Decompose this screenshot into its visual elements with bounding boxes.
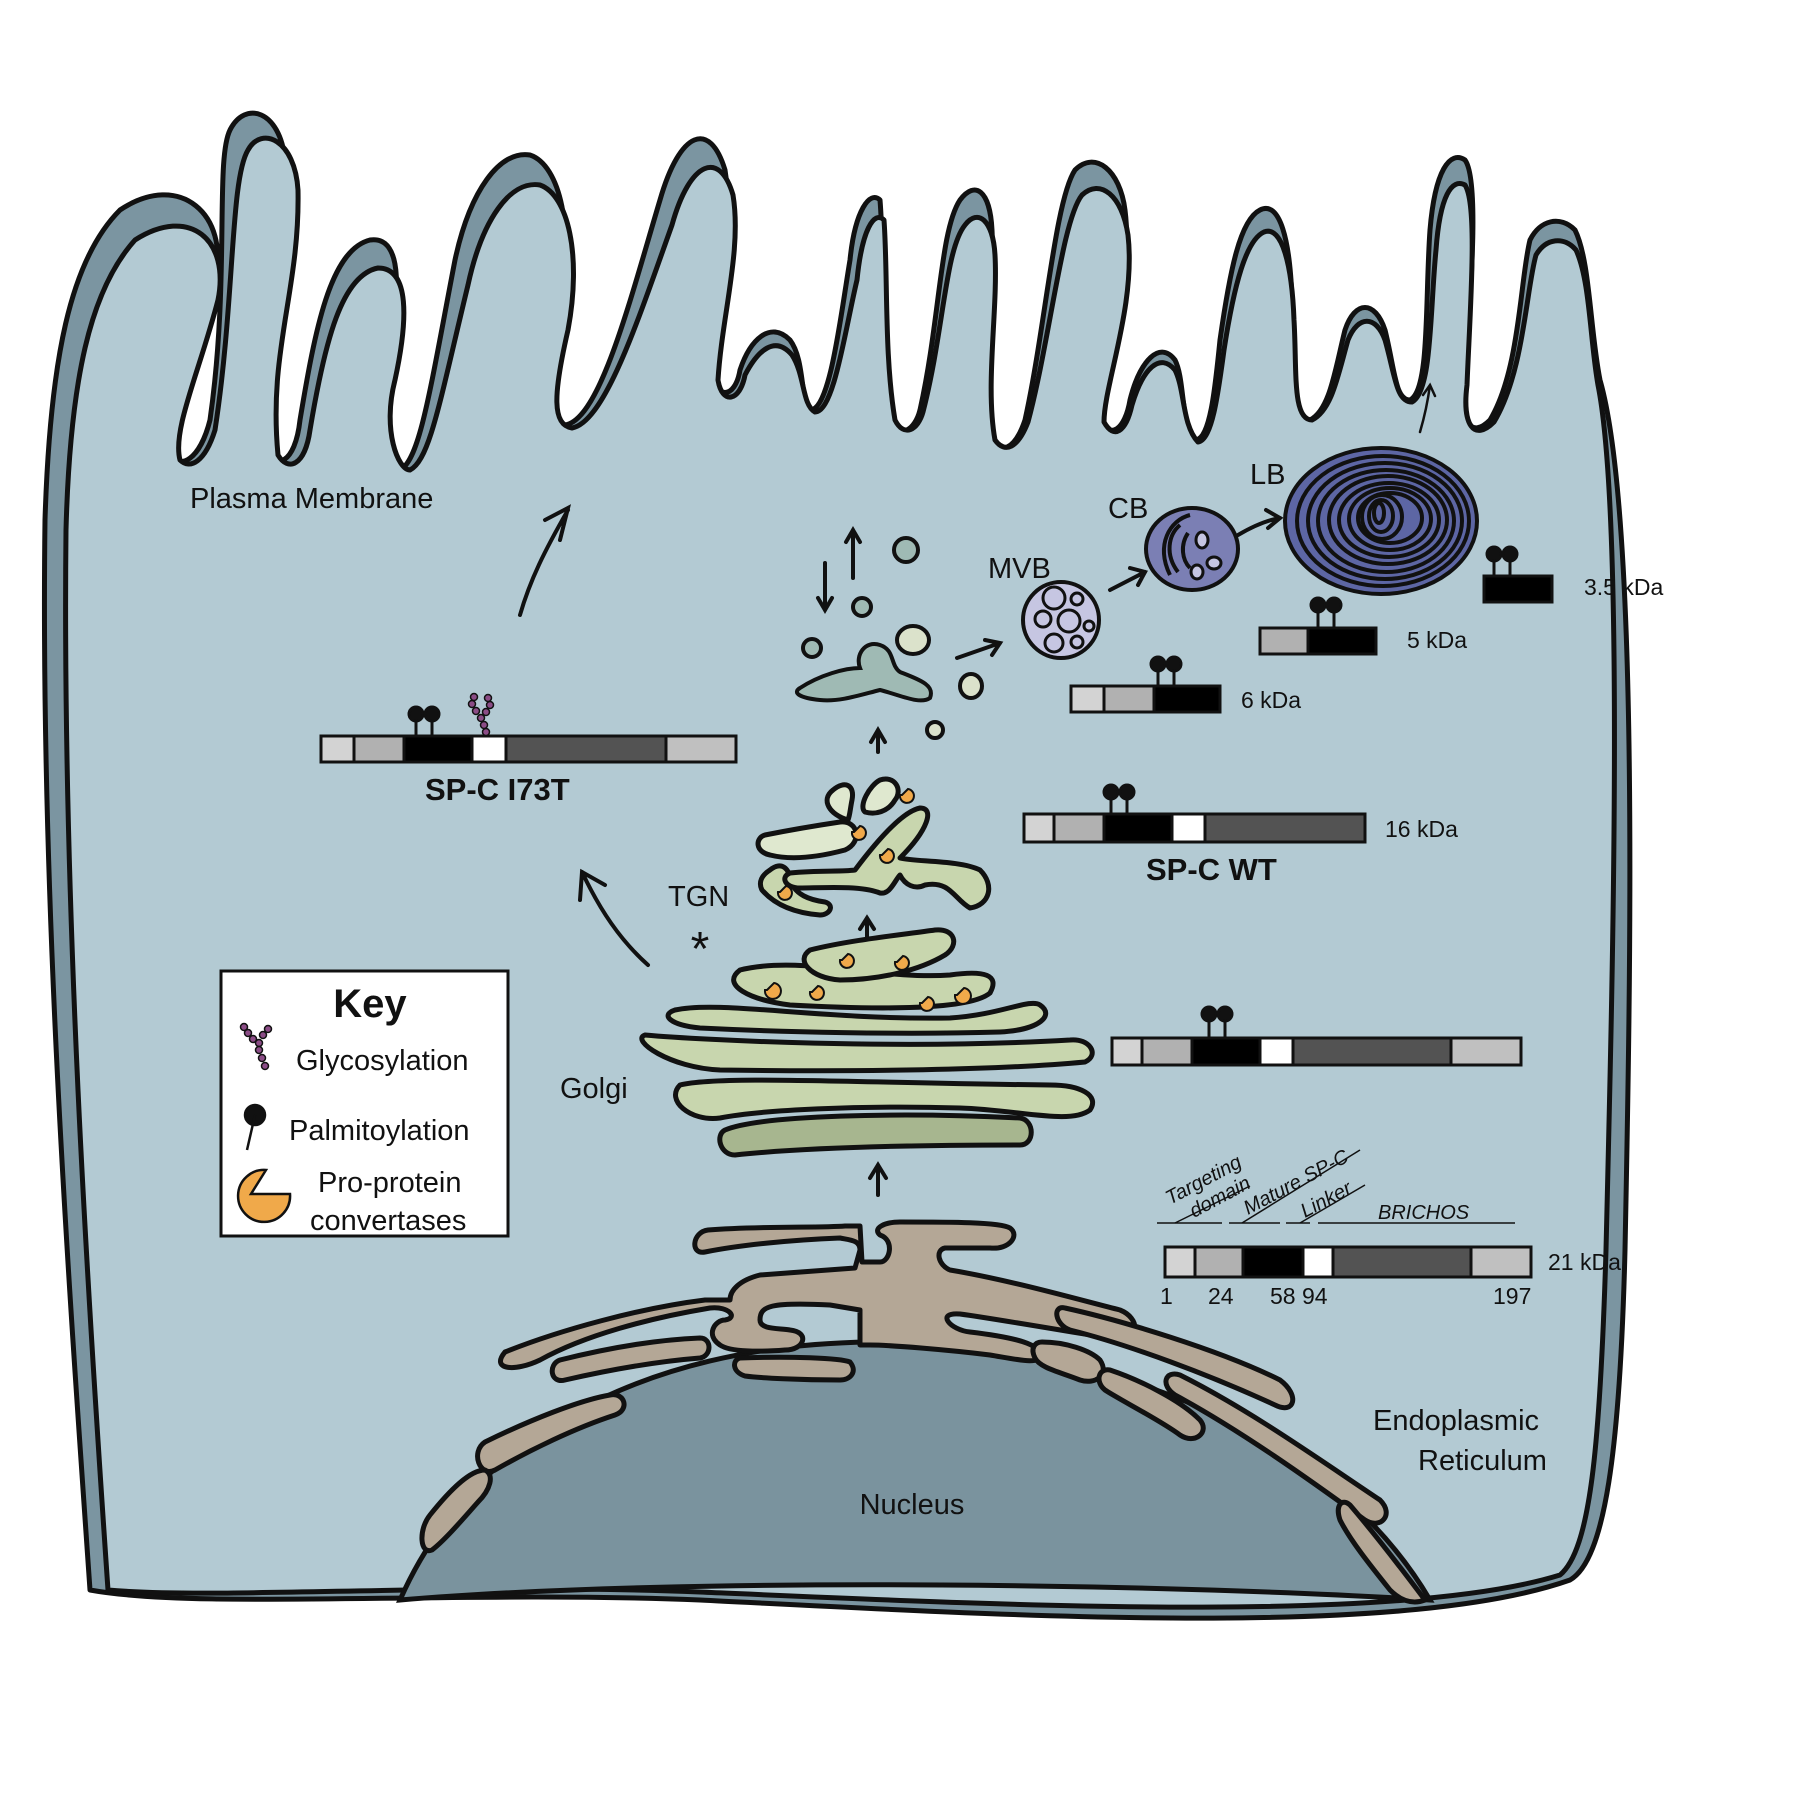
er-label-line1: Endoplasmic	[1373, 1405, 1539, 1437]
arrow-golgi-to-tgn	[858, 914, 876, 939]
key-palmitoylation-label: Palmitoylation	[289, 1115, 470, 1147]
size-5kda: 5 kDa	[1407, 627, 1467, 653]
trafficking-arrows	[518, 382, 1437, 1197]
tgn-label: TGN	[668, 881, 729, 913]
key-glycosylation-label: Glycosylation	[296, 1045, 468, 1077]
palmitoyl-groups-6kda	[1149, 655, 1183, 686]
arrow-mvb-to-cb	[1108, 566, 1148, 592]
multivesicular-body	[1021, 580, 1101, 660]
cb-label: CB	[1108, 493, 1148, 525]
key-title: Key	[333, 982, 407, 1026]
protein-full-length	[1163, 1245, 1533, 1279]
segment-mature	[1241, 1245, 1305, 1279]
palmitoyl-groups-3-5kda	[1485, 545, 1519, 576]
protein-golgi-form	[1110, 1036, 1523, 1067]
palmitoyl-groups-wt	[1102, 783, 1136, 814]
protein-6kda	[1069, 684, 1222, 714]
annotation-brichos: BRICHOS	[1378, 1202, 1470, 1224]
arrow-up-from-endosome	[844, 526, 862, 580]
golgi-cisterna-2	[673, 1077, 1095, 1121]
size-3-5kda: 3.5 kDa	[1584, 574, 1663, 600]
palmitoyl-groups-golgi	[1200, 1005, 1234, 1038]
segment-cterm	[1469, 1245, 1533, 1279]
endoplasmic-reticulum	[419, 1219, 1428, 1605]
wt-name: SP-C WT	[1146, 852, 1277, 887]
palmitoyl-groups-i73t	[407, 705, 441, 736]
convertase-icon	[236, 1168, 292, 1224]
nucleus-label: Nucleus	[860, 1489, 965, 1521]
palmitoylation-icon	[243, 1103, 267, 1151]
endosomal-vesicles	[794, 536, 984, 740]
key-convertase-label-line2: convertases	[310, 1205, 466, 1237]
residue-1: 1	[1160, 1283, 1173, 1309]
residue-197: 197	[1493, 1283, 1531, 1309]
golgi-cisterna-1	[717, 1112, 1034, 1158]
mvb-label: MVB	[988, 553, 1051, 585]
glycosylation-icon	[239, 1022, 273, 1071]
key-frame	[219, 969, 510, 1238]
arrow-endosome-to-mvb	[955, 638, 1004, 660]
asterisk-icon: *	[691, 923, 710, 976]
early-endosome	[794, 642, 933, 703]
arrow-lb-to-membrane	[1418, 382, 1437, 434]
segment-targeting-a	[1163, 1245, 1197, 1279]
protein-3-5kda	[1482, 574, 1554, 604]
key-box: Key Glycosylation Palmitoylation Pro-pro…	[219, 969, 510, 1238]
composite-body	[1144, 506, 1240, 592]
arrow-er-to-golgi	[868, 1161, 888, 1197]
plasma-membrane-label: Plasma Membrane	[190, 483, 433, 515]
lb-label: LB	[1250, 459, 1285, 491]
golgi-cisterna-3	[639, 1032, 1095, 1074]
glycan-i73t	[467, 692, 495, 737]
key-convertase-label-line1: Pro-protein	[318, 1167, 461, 1199]
protein-i73t	[319, 734, 738, 764]
arrow-i73t-to-membrane	[518, 504, 572, 617]
arrow-cb-to-lb	[1236, 508, 1284, 537]
protein-wt	[1022, 812, 1367, 844]
residue-94: 94	[1302, 1283, 1328, 1309]
segment-targeting-b	[1193, 1245, 1245, 1279]
cell-body	[41, 110, 1633, 1621]
size-6kda: 6 kDa	[1241, 687, 1301, 713]
segment-brichos	[1331, 1245, 1473, 1279]
er-label-line2: Reticulum	[1418, 1445, 1547, 1477]
residue-24: 24	[1208, 1283, 1234, 1309]
residue-58: 58	[1270, 1283, 1296, 1309]
golgi-cisterna-6	[801, 927, 957, 983]
golgi-label: Golgi	[560, 1073, 628, 1105]
arrow-tgn-to-endosome	[869, 726, 887, 754]
golgi-cisterna-4	[665, 1000, 1049, 1036]
i73t-name: SP-C I73T	[425, 772, 570, 807]
domain-annotation-lines	[1157, 1149, 1515, 1224]
convertase-markers	[763, 787, 972, 1012]
golgi-apparatus	[639, 927, 1095, 1158]
palmitoyl-groups-5kda	[1309, 596, 1343, 628]
segment-linker	[1301, 1245, 1335, 1279]
size-21kda: 21 kDa	[1548, 1249, 1621, 1275]
protein-5kda	[1258, 626, 1378, 656]
lamellar-body	[1283, 446, 1479, 596]
arrow-tgn-to-i73t	[578, 868, 650, 967]
size-16kda: 16 kDa	[1385, 816, 1458, 842]
arrow-down-to-endosome	[816, 561, 834, 614]
